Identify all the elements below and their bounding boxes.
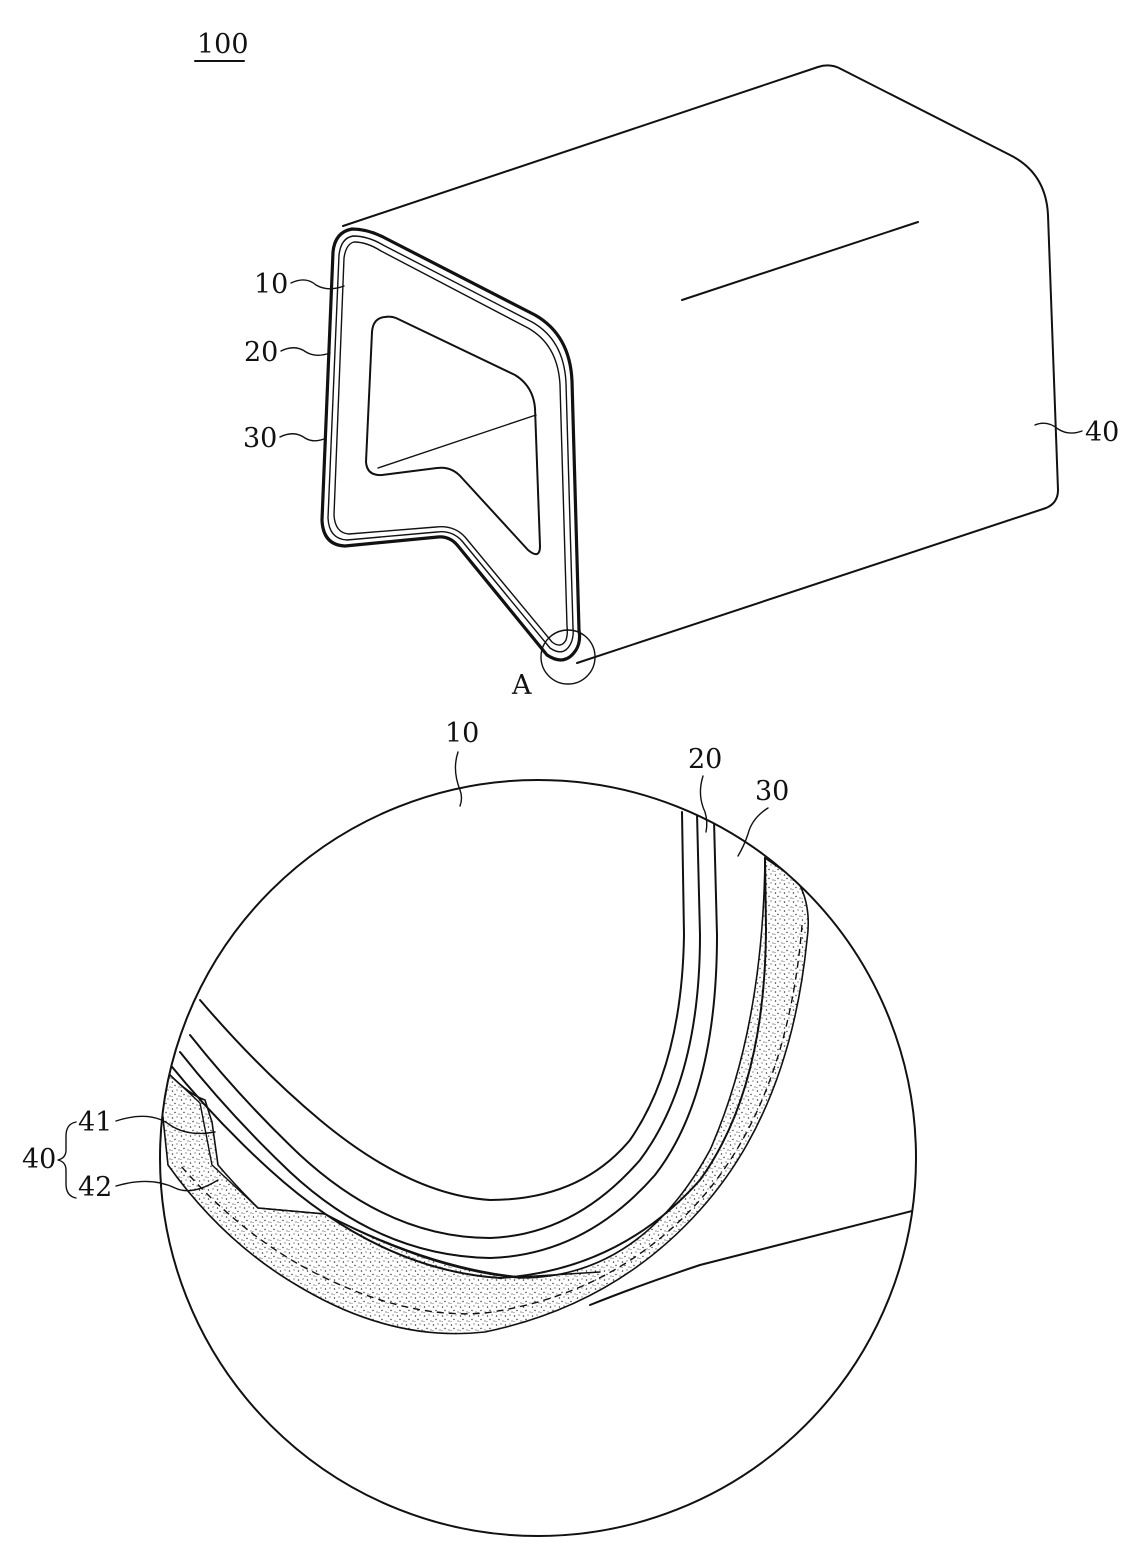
coating-band <box>160 856 810 1335</box>
layer-20-outer-curve <box>189 812 701 1239</box>
label-cover-inner-detail: 41 <box>78 1107 112 1138</box>
frame-inner-cavity <box>365 315 541 556</box>
leader-frame-detail <box>454 751 463 807</box>
cover-lower-edge <box>589 1209 916 1306</box>
leader-frame-top <box>290 279 345 290</box>
leader-second-layer-top <box>279 433 325 442</box>
detail-view: 10 20 30 41 42 40 <box>22 718 917 1537</box>
layer-30-curve <box>167 857 767 1279</box>
cover-group-brace <box>57 1121 77 1199</box>
leader-second-layer-detail <box>737 807 769 857</box>
cavity-perspective-line <box>377 414 537 469</box>
figure-ref-label: 100 <box>197 29 249 60</box>
detail-marker-circle <box>540 629 596 685</box>
label-frame-detail: 10 <box>445 718 479 749</box>
frame-layer-line-2 <box>333 241 569 646</box>
detail-marker-label: A <box>511 670 532 701</box>
layer-20-inner-curve <box>179 819 718 1259</box>
frame-outer-profile <box>320 227 582 662</box>
frame-layer-line-1 <box>327 235 574 653</box>
label-first-layer-top: 20 <box>244 337 278 368</box>
frame-edge-line <box>199 811 685 1201</box>
label-second-layer-top: 30 <box>243 423 277 454</box>
cover-body-outline <box>342 64 1059 664</box>
label-cover-top: 40 <box>1085 417 1119 448</box>
label-second-layer-detail: 30 <box>755 776 789 807</box>
coating-boundary-dashed <box>179 924 803 1315</box>
label-cover-outer-detail: 42 <box>78 1172 112 1203</box>
label-frame-top: 10 <box>254 269 288 300</box>
detail-circle <box>159 779 917 1537</box>
perspective-view: A 10 20 30 40 <box>243 64 1119 701</box>
cover-surface-line <box>681 221 919 301</box>
coating-inner-edge <box>169 1074 601 1278</box>
leader-cover-inner-detail <box>115 1115 216 1135</box>
leader-cover-top <box>1034 422 1083 434</box>
leader-first-layer-top <box>280 347 331 356</box>
label-first-layer-detail: 20 <box>688 744 722 775</box>
label-cover-group-detail: 40 <box>22 1144 56 1175</box>
leader-cover-outer-detail <box>115 1179 219 1192</box>
leader-first-layer-detail <box>699 775 708 833</box>
